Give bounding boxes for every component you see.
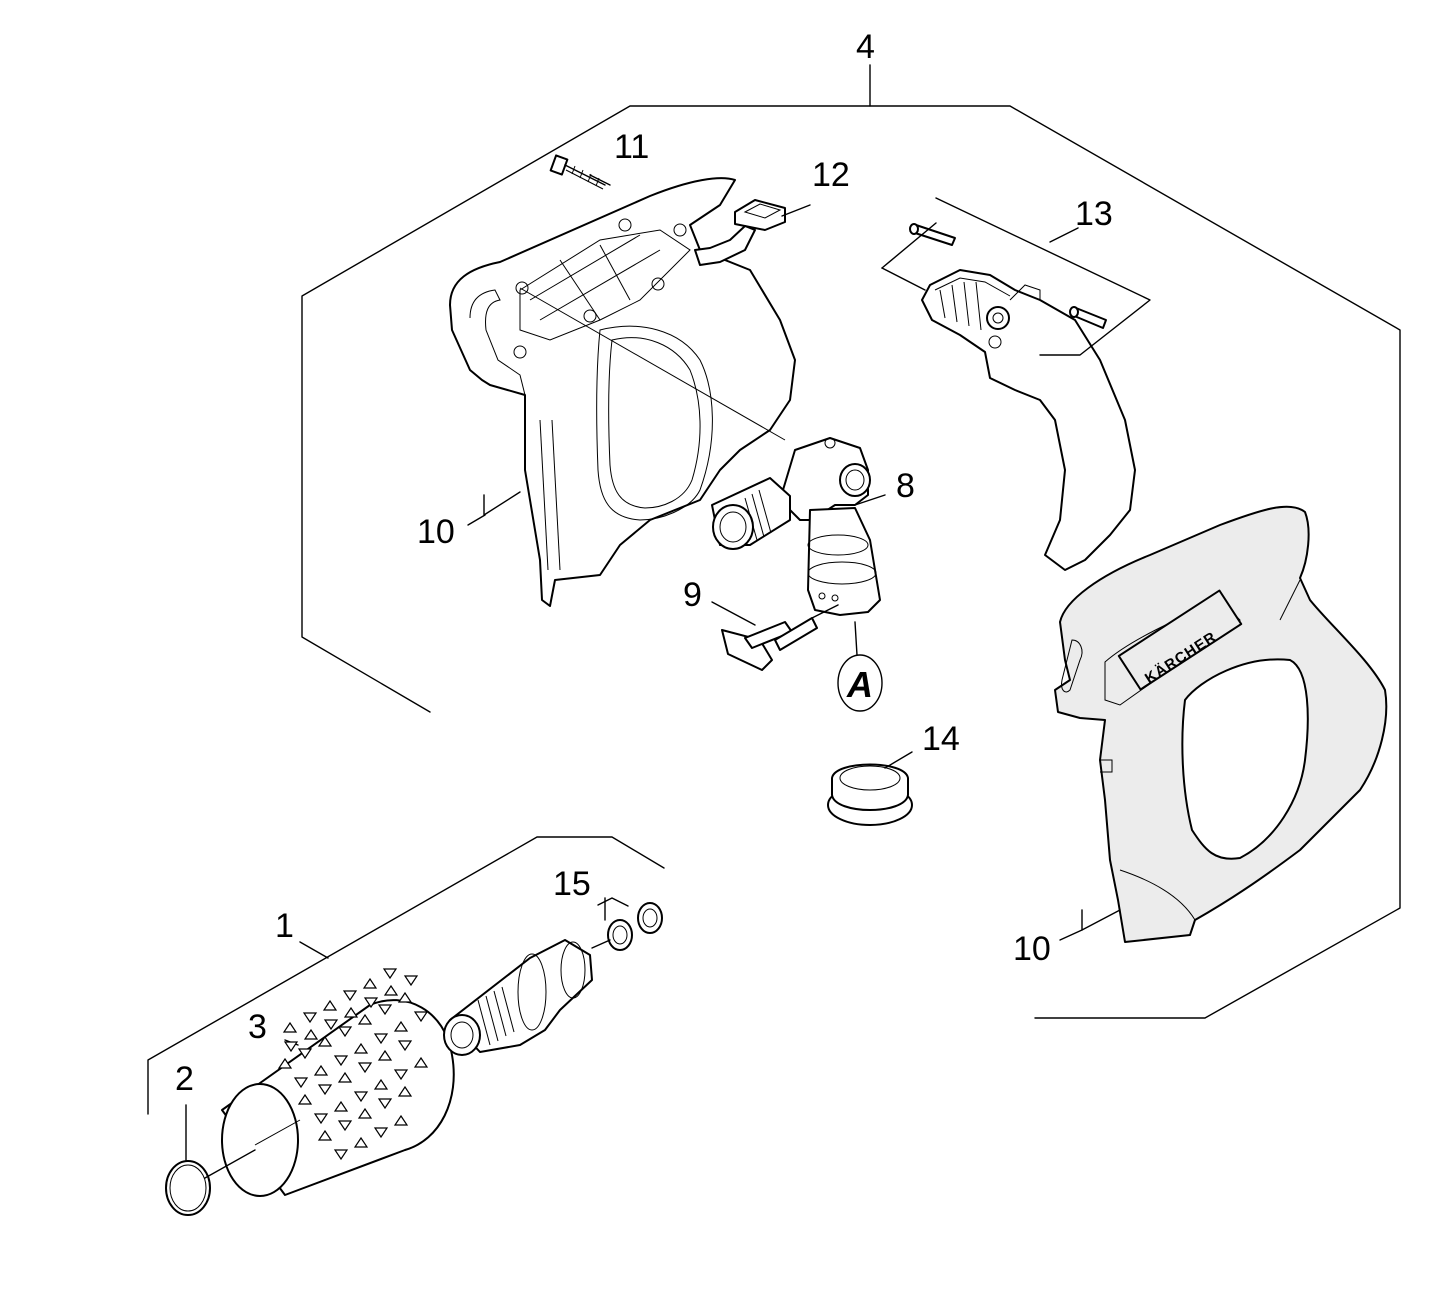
bracket-13 xyxy=(881,197,1151,356)
perforation-hole xyxy=(322,999,338,1011)
o-rings-15 xyxy=(591,897,663,951)
housing-left-half xyxy=(449,177,796,607)
perforation-hole xyxy=(373,1127,389,1139)
perforation-hole xyxy=(297,1093,313,1105)
pin-9 xyxy=(711,601,839,671)
callout-10-right: 10 xyxy=(1013,930,1051,968)
callout-1: 1 xyxy=(275,907,294,945)
lever-12 xyxy=(694,199,786,266)
perforation-hole xyxy=(377,1049,393,1061)
callout-3: 3 xyxy=(248,1008,267,1046)
assembly-1-outline xyxy=(147,836,665,1115)
perforation-hole xyxy=(397,991,413,1003)
callout-2: 2 xyxy=(175,1060,194,1098)
perforation-hole xyxy=(393,1114,409,1126)
perforation-hole xyxy=(343,1006,359,1018)
snap-ring-2 xyxy=(165,1104,256,1216)
perforation-hole xyxy=(353,1136,369,1148)
trigger-13 xyxy=(909,223,1136,571)
perforation-hole xyxy=(293,1077,309,1089)
perforation-hole xyxy=(303,1028,319,1040)
perforation-hole xyxy=(382,968,398,980)
perforation-hole xyxy=(282,1021,298,1033)
perforation-hole xyxy=(317,1129,333,1141)
callout-13: 13 xyxy=(1075,195,1113,233)
perforation-hole xyxy=(393,1069,409,1081)
perforation-hole xyxy=(283,1041,299,1053)
perforation-hole xyxy=(313,1064,329,1076)
ring-14 xyxy=(827,751,913,826)
perforation-hole xyxy=(342,990,358,1002)
perforation-hole xyxy=(397,1085,413,1097)
callout-14: 14 xyxy=(922,720,960,758)
perforation-hole xyxy=(413,1011,429,1023)
callout-12: 12 xyxy=(812,156,850,194)
perforation-hole xyxy=(333,1100,349,1112)
perforation-hole xyxy=(353,1091,369,1103)
perforation-hole xyxy=(317,1084,333,1096)
perforation-hole xyxy=(377,1098,393,1110)
assembly-4-outline xyxy=(301,64,1401,1019)
perforation-hole xyxy=(362,977,378,989)
foam-cylinder-perforations xyxy=(277,968,429,1161)
callout-10-left: 10 xyxy=(417,513,455,551)
perforation-hole xyxy=(357,1013,373,1025)
callout-9: 9 xyxy=(683,576,702,614)
perforation-hole xyxy=(317,1035,333,1047)
callout-11: 11 xyxy=(614,128,649,166)
perforation-hole xyxy=(313,1113,329,1125)
perforation-hole xyxy=(377,1004,393,1016)
perforation-hole xyxy=(383,984,399,996)
leader-lines xyxy=(284,174,1121,1046)
callout-8: 8 xyxy=(896,467,915,505)
perforation-hole xyxy=(333,1149,349,1161)
detail-marker-letter: A xyxy=(846,664,873,705)
perforation-hole xyxy=(302,1012,318,1024)
housing-right-half: KÄRCHER xyxy=(1054,505,1388,943)
callout-15: 15 xyxy=(553,865,591,903)
perforation-hole xyxy=(357,1107,373,1119)
detail-marker-a: A xyxy=(837,621,883,712)
perforation-hole xyxy=(357,1062,373,1074)
callout-4: 4 xyxy=(856,28,875,66)
threaded-adapter xyxy=(443,939,593,1056)
perforation-hole xyxy=(373,1078,389,1090)
perforation-hole xyxy=(333,1055,349,1067)
perforation-hole xyxy=(337,1071,353,1083)
foam-cylinder-3 xyxy=(221,999,455,1197)
perforation-hole xyxy=(363,997,379,1009)
callout-labels: 4 11 12 13 8 10 9 14 15 1 10 3 2 xyxy=(175,28,1113,1098)
perforation-hole xyxy=(277,1057,293,1069)
elbow-fitting-8 xyxy=(711,437,886,616)
perforation-hole xyxy=(393,1020,409,1032)
perforation-hole xyxy=(337,1120,353,1132)
perforation-hole xyxy=(353,1042,369,1054)
perforation-hole xyxy=(403,975,419,987)
perforation-hole xyxy=(397,1040,413,1052)
perforation-hole xyxy=(297,1048,313,1060)
screw-11 xyxy=(549,154,606,190)
perforation-hole xyxy=(337,1026,353,1038)
perforation-hole xyxy=(413,1056,429,1068)
perforation-hole xyxy=(323,1019,339,1031)
perforation-hole xyxy=(373,1033,389,1045)
